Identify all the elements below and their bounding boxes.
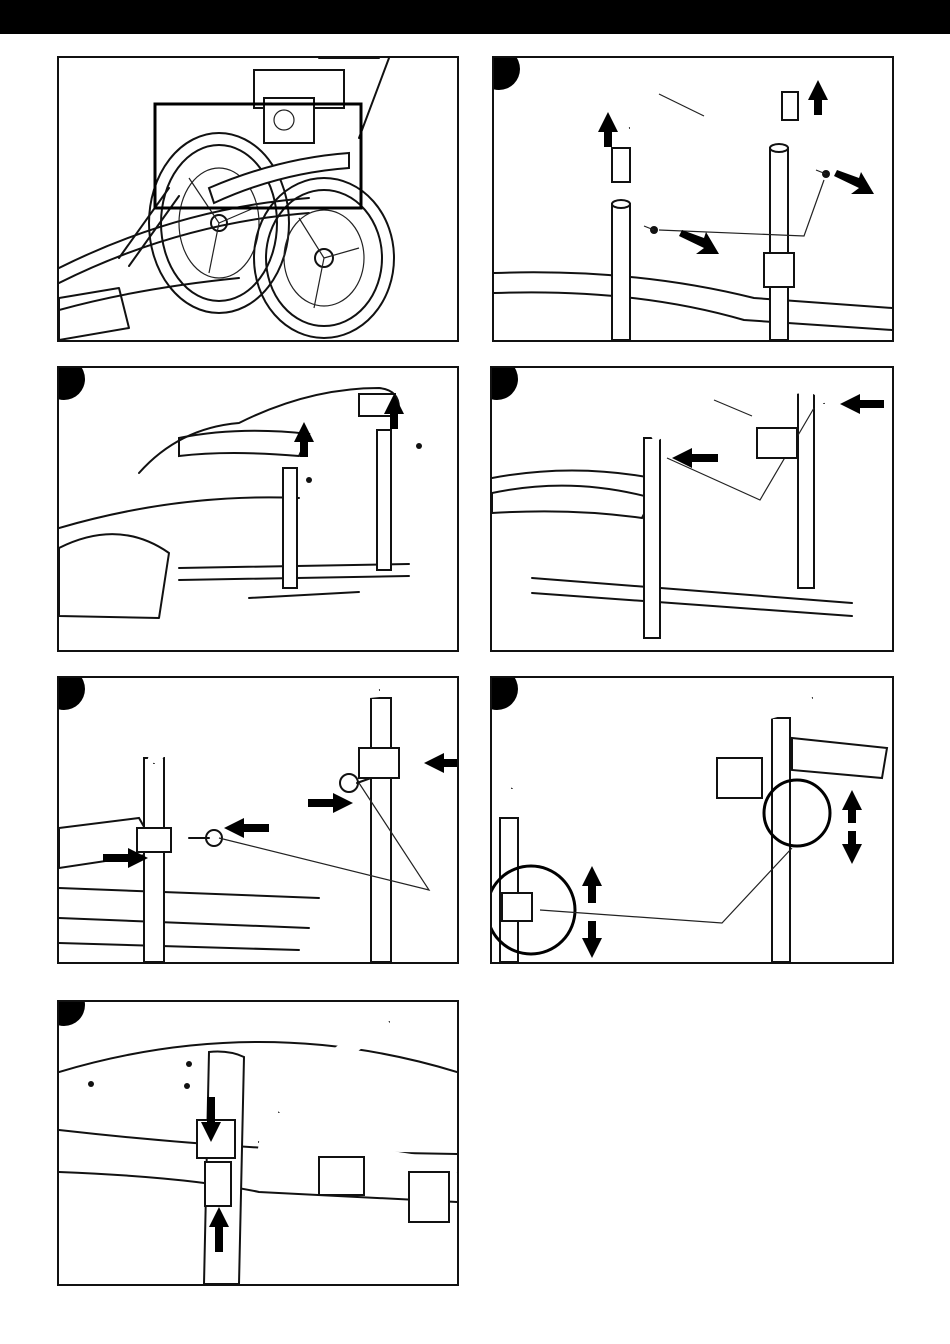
remove-handlebar-illustration xyxy=(494,58,892,340)
step-3-panel xyxy=(490,366,894,652)
arrow-up-icon xyxy=(842,790,862,823)
insert-posts-illustration xyxy=(59,368,457,650)
screw-icon xyxy=(416,443,422,449)
screw-icon xyxy=(816,170,830,178)
step-6-panel xyxy=(57,1000,459,1286)
arrow-left-icon xyxy=(672,448,718,468)
overview-panel xyxy=(57,56,459,342)
arrow-right-icon xyxy=(308,793,353,813)
stroller-wheels-illustration xyxy=(59,58,457,340)
arrow-up-icon xyxy=(808,80,828,115)
arrow-down-icon xyxy=(582,921,602,958)
step-5-panel xyxy=(490,676,894,964)
step-4-panel xyxy=(57,676,459,964)
step-1-panel xyxy=(492,56,894,342)
step-2-panel xyxy=(57,366,459,652)
adjust-height-illustration xyxy=(492,678,892,962)
arrow-down-icon xyxy=(842,831,862,864)
arrow-left-icon xyxy=(840,394,884,414)
header-band xyxy=(0,0,950,34)
arrow-right-icon xyxy=(834,170,874,194)
buckle-icon xyxy=(197,1120,235,1206)
arrow-left-icon xyxy=(424,753,457,773)
attach-handlebar-illustration xyxy=(492,368,892,650)
insert-knobs-illustration xyxy=(59,678,457,962)
fasten-buckle-illustration xyxy=(59,1002,457,1284)
screw-icon xyxy=(644,226,658,234)
wheel-icon xyxy=(254,178,394,338)
arrow-up-icon xyxy=(582,866,602,903)
knob-icon xyxy=(189,830,222,846)
arrow-left-icon xyxy=(224,818,269,838)
arrow-right-icon xyxy=(679,230,719,254)
screw-icon xyxy=(306,477,312,483)
